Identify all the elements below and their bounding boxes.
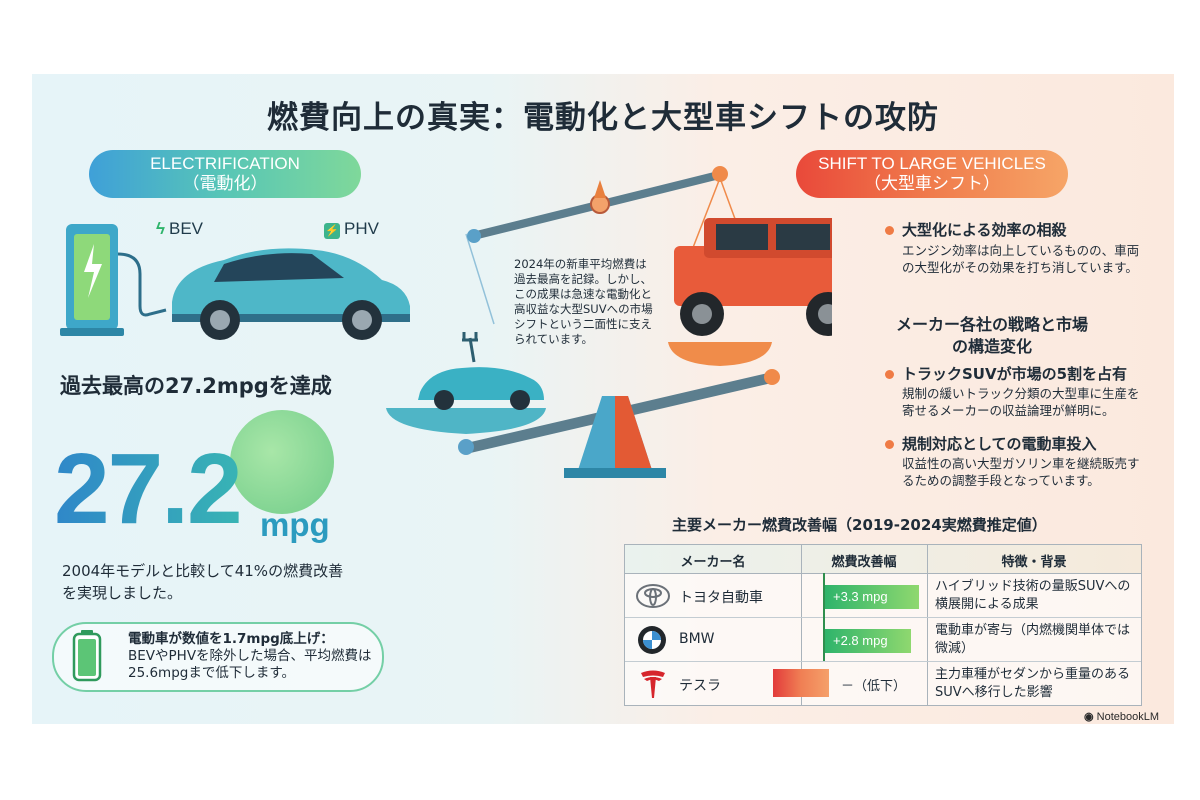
bmw-logo xyxy=(638,626,666,654)
table-title: 主要メーカー燃費改善幅（2019-2024実燃費推定値） xyxy=(672,516,1047,534)
comparison-text: 2004年モデルと比較して41%の燃費改善を実現しました。 xyxy=(62,562,344,602)
charging-station-icon xyxy=(60,224,167,336)
point1-body: エンジン効率は向上しているものの、車両の大型化がその効果を打ち消しています。 xyxy=(902,243,1140,275)
large-vehicles-label-jp: （大型車シフト） xyxy=(864,174,1000,193)
bullet-icon xyxy=(885,370,894,379)
bullet-icon xyxy=(885,440,894,449)
phv-tag: ⚡PHV xyxy=(324,219,379,239)
electrification-label-en: ELECTRIFICATION xyxy=(150,154,300,173)
improvement-value: －（低下） xyxy=(841,679,907,694)
record-headline: 過去最高の27.2mpgを達成 xyxy=(60,374,332,398)
ev-contribution-heading: 電動車が数値を1.7mpg底上げ： xyxy=(128,631,334,647)
notebooklm-watermark: ◉ NotebookLM xyxy=(1084,710,1159,723)
ev-contribution-body: BEVやPHVを除外した場合、平均燃費は25.6mpgまで低下します。 xyxy=(128,648,372,681)
maker-note: 電動車が寄与（内燃機関単体では微減） xyxy=(935,623,1131,656)
scale-stand xyxy=(564,396,666,478)
large-vehicles-label: SHIFT TO LARGE VEHICLES （大型車シフト） xyxy=(796,150,1068,198)
bev-tag-label: BEV xyxy=(169,219,204,238)
decline-bar xyxy=(773,669,829,697)
electric-car-image xyxy=(172,248,410,340)
suv-image xyxy=(674,218,832,336)
center-summary: 2024年の新車平均燃費は過去最高を記録。しかし、この成果は急速な電動化と高収益… xyxy=(514,257,653,346)
maker-note: 主力車種がセダンから重量のあるSUVへ移行した影響 xyxy=(935,667,1131,700)
toyota-logo xyxy=(636,584,670,608)
point3-body: 収益性の高い大型ガソリン車を継続販売するための調整手段となっています。 xyxy=(902,456,1140,488)
point2-heading: トラックSUVが市場の5割を占有 xyxy=(902,365,1128,383)
improvement-bar: +3.3 mpg xyxy=(825,585,919,609)
maker-name: トヨタ自動車 xyxy=(679,590,763,606)
table-header-maker: メーカー名 xyxy=(680,555,746,570)
maker-note: ハイブリッド技術の量販SUVへの横展開による成果 xyxy=(935,579,1131,612)
point2-body: 規制の緩いトラック分類の大型車に生産を寄せるメーカーの収益論理が鮮明に。 xyxy=(902,386,1140,418)
infographic-panel: 燃費向上の真実：電動化と大型車シフトの攻防 ELECTRIFICATION （電… xyxy=(32,74,1174,724)
improvement-bar: +2.8 mpg xyxy=(825,629,911,653)
lightning-icon: ϟ xyxy=(156,219,165,238)
record-mpg-value: 27.2 xyxy=(54,433,243,545)
tesla-logo xyxy=(641,670,665,698)
balance-scale-illustration xyxy=(386,166,832,478)
watermark-text: NotebookLM xyxy=(1096,711,1160,723)
scale-pan-left xyxy=(386,233,546,434)
table-header-row: メーカー名 燃費改善幅 特徴・背景 xyxy=(625,545,1141,574)
fuel-economy-table: メーカー名 燃費改善幅 特徴・背景 トヨタ自動車 +3.3 mpg ハイブリッド… xyxy=(624,544,1142,706)
record-mpg-unit: mpg xyxy=(260,506,330,543)
large-vehicles-label-en: SHIFT TO LARGE VEHICLES xyxy=(818,154,1046,173)
point1-heading: 大型化による効率の相殺 xyxy=(902,221,1067,239)
ev-charging-illustration xyxy=(60,224,410,340)
ev-contribution-text: 電動車が数値を1.7mpg底上げ： BEVやPHVを除外した場合、平均燃費は25… xyxy=(128,631,378,682)
electrification-label-jp: （電動化） xyxy=(182,174,268,193)
table-header-note: 特徴・背景 xyxy=(1001,555,1067,570)
maker-name: テスラ xyxy=(679,678,721,694)
point3-heading: 規制対応としての電動車投入 xyxy=(902,435,1097,453)
plug-icon xyxy=(462,332,478,363)
strategy-title: メーカー各社の戦略と市場の構造変化 xyxy=(895,315,1088,356)
battery-icon xyxy=(72,630,102,682)
chart-baseline xyxy=(823,573,825,661)
ev-contribution-box xyxy=(52,622,384,692)
maker-name: BMW xyxy=(679,631,715,647)
decorative-circle xyxy=(230,410,334,514)
plug-icon: ⚡ xyxy=(324,223,340,239)
electrification-label: ELECTRIFICATION （電動化） xyxy=(89,150,361,198)
notebooklm-logo-icon: ◉ xyxy=(1084,711,1094,723)
phv-tag-label: PHV xyxy=(344,219,379,238)
page-title: 燃費向上の真実：電動化と大型車シフトの攻防 xyxy=(267,100,939,136)
bullet-icon xyxy=(885,226,894,235)
table-header-change: 燃費改善幅 xyxy=(831,555,897,570)
scale-beam-upper xyxy=(467,166,728,243)
